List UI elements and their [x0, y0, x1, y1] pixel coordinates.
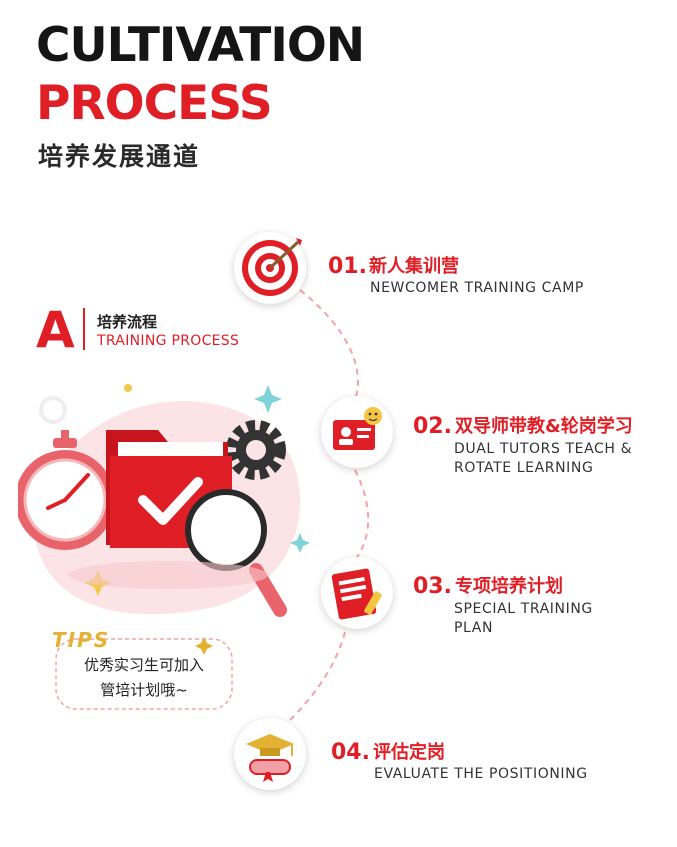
- step-4-title-en: EVALUATE THE POSITIONING: [374, 766, 588, 782]
- step-3-title-en-2: PLAN: [454, 620, 494, 636]
- step-1-title-en: NEWCOMER TRAINING CAMP: [370, 280, 584, 296]
- section-divider: [83, 308, 85, 350]
- page-title-line2: PROCESS: [36, 76, 273, 131]
- id-card-icon: [333, 407, 382, 450]
- tips-line-2: 管培计划哦~: [100, 681, 188, 699]
- folder-icon: [106, 430, 232, 548]
- target-icon: [242, 238, 302, 296]
- training-illustration: [18, 384, 310, 617]
- step-2-icon-badge: [321, 396, 393, 468]
- step-2-number: 02.: [413, 414, 452, 439]
- page-title-line1: CULTIVATION: [36, 18, 365, 73]
- step-3-title-cn: 专项培养计划: [455, 576, 563, 597]
- section-title-en: TRAINING PROCESS: [97, 333, 240, 349]
- step-4-title-cn: 评估定岗: [373, 742, 445, 763]
- step-1-title-cn: 新人集训营: [369, 256, 459, 277]
- book-icon: [331, 568, 382, 620]
- step-4-icon-badge: [234, 718, 306, 790]
- tips-label: TIPS: [52, 628, 111, 652]
- section-title-cn: 培养流程: [97, 313, 158, 331]
- step-2-title-en-1: DUAL TUTORS TEACH &: [454, 441, 633, 457]
- step-4-number: 04.: [331, 740, 370, 765]
- step-3-icon-badge: [321, 557, 393, 629]
- step-2-title-en-2: ROTATE LEARNING: [454, 460, 594, 476]
- page-subtitle: 培养发展通道: [38, 142, 201, 171]
- sparkle-icon: [290, 533, 310, 553]
- tips-line-1: 优秀实习生可加入: [83, 656, 204, 674]
- gear-icon: [226, 420, 286, 480]
- step-1-number: 01.: [328, 254, 367, 279]
- step-2-title-cn: 双导师带教&轮岗学习: [455, 416, 633, 437]
- tips-bubble: [55, 637, 233, 710]
- step-3-number: 03.: [413, 574, 452, 599]
- step-1-icon-badge: [234, 232, 306, 304]
- stopwatch-icon: [18, 430, 115, 550]
- section-letter: A: [36, 301, 75, 359]
- sparkle-icon: [254, 385, 282, 413]
- graduation-icon: [246, 734, 294, 782]
- step-3-title-en-1: SPECIAL TRAINING: [454, 601, 593, 617]
